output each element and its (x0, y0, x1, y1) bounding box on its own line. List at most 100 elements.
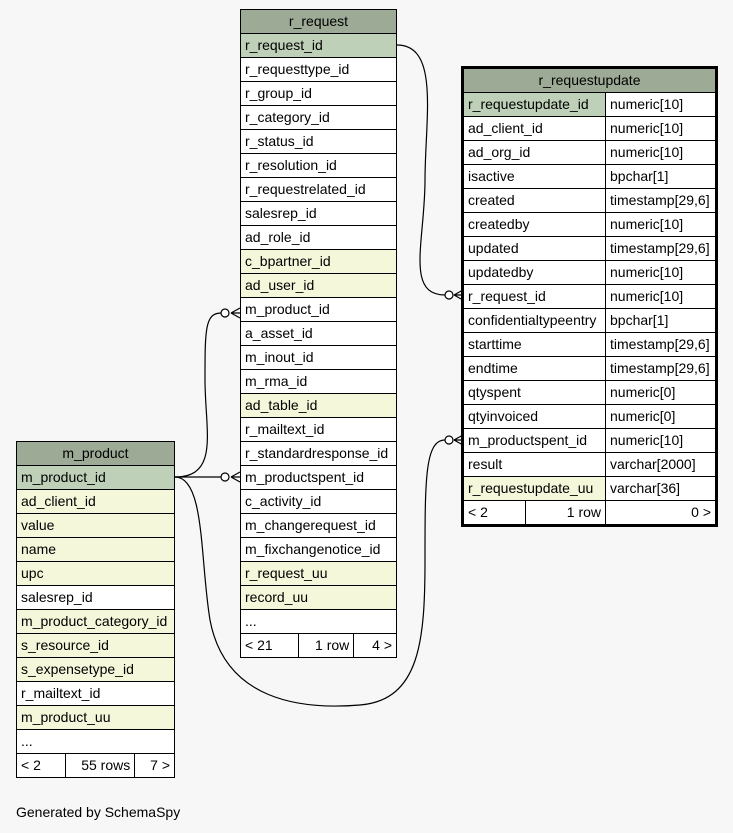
column-name[interactable]: m_inout_id (240, 345, 397, 370)
column-name[interactable]: upc (16, 561, 175, 586)
column-name[interactable]: createdby (463, 212, 606, 237)
column-row: name (16, 537, 175, 562)
column-name[interactable]: s_resource_id (16, 633, 175, 658)
generated-by-footer: Generated by SchemaSpy (16, 804, 181, 820)
column-name[interactable]: m_product_uu (16, 705, 175, 730)
column-row: s_resource_id (16, 633, 175, 658)
column-name[interactable]: r_standardresponse_id (240, 441, 397, 466)
column-name[interactable]: ad_client_id (463, 116, 606, 141)
column-row: a_asset_id (240, 321, 397, 346)
column-row: r_category_id (240, 105, 397, 130)
optional-circle-icon (444, 435, 454, 445)
table-title[interactable]: r_requestupdate (462, 68, 717, 93)
parents-link[interactable]: < 21 (240, 633, 299, 658)
column-name[interactable]: m_changerequest_id (240, 513, 397, 538)
edge-product-to-requestupdate-productspent (174, 439, 446, 707)
column-name[interactable]: m_productspent_id (463, 428, 606, 453)
table-title[interactable]: m_product (16, 441, 175, 466)
column-name[interactable]: name (16, 537, 175, 562)
column-name[interactable]: m_productspent_id (240, 465, 397, 490)
column-row: r_mailtext_id (240, 417, 397, 442)
column-row: salesrep_id (16, 585, 175, 610)
column-name[interactable]: r_requestupdate_id (463, 92, 606, 117)
column-row: m_productspent_id (240, 465, 397, 490)
parents-link[interactable]: < 2 (463, 500, 526, 525)
column-row: m_product_category_id (16, 609, 175, 634)
column-type: varchar[36] (604, 476, 717, 501)
column-name[interactable]: record_uu (240, 585, 397, 610)
column-name[interactable]: m_product_category_id (16, 609, 175, 634)
column-name[interactable]: r_mailtext_id (16, 681, 175, 706)
column-name[interactable]: m_rma_id (240, 369, 397, 394)
children-link[interactable]: 0 > (604, 500, 717, 525)
column-name[interactable]: updatedby (463, 260, 606, 285)
column-name[interactable]: m_product_id (16, 465, 175, 490)
column-name[interactable]: r_request_id (240, 33, 397, 58)
column-name[interactable]: m_fixchangenotice_id (240, 537, 397, 562)
column-type: timestamp[29,6] (604, 188, 717, 213)
column-name[interactable]: s_expensetype_id (16, 657, 175, 682)
column-name[interactable]: ad_role_id (240, 225, 397, 250)
column-name[interactable]: m_product_id (240, 297, 397, 322)
column-name[interactable]: r_requestrelated_id (240, 177, 397, 202)
column-name[interactable]: salesrep_id (16, 585, 175, 610)
column-name[interactable]: ad_client_id (16, 489, 175, 514)
column-name[interactable]: updated (463, 236, 606, 261)
column-name[interactable]: salesrep_id (240, 201, 397, 226)
column-row: s_expensetype_id (16, 657, 175, 682)
column-type: numeric[10] (604, 428, 717, 453)
column-type: numeric[0] (604, 380, 717, 405)
table-title[interactable]: r_request (240, 9, 397, 34)
column-name[interactable]: c_bpartner_id (240, 249, 397, 274)
column-name[interactable]: c_activity_id (240, 489, 397, 514)
column-type: timestamp[29,6] (604, 356, 717, 381)
column-row: r_status_id (240, 129, 397, 154)
column-name[interactable]: r_requestupdate_uu (463, 476, 606, 501)
column-name[interactable]: endtime (463, 356, 606, 381)
column-name[interactable]: qtyinvoiced (463, 404, 606, 429)
column-type: numeric[10] (604, 212, 717, 237)
column-name[interactable]: starttime (463, 332, 606, 357)
column-name[interactable]: r_category_id (240, 105, 397, 130)
column-name[interactable]: result (463, 452, 606, 477)
column-row: ad_role_id (240, 225, 397, 250)
row-count: 1 row (525, 500, 606, 525)
children-link[interactable]: 7 > (134, 753, 175, 778)
column-name[interactable]: confidentialtypeentry (463, 308, 606, 333)
column-name[interactable]: r_requesttype_id (240, 57, 397, 82)
column-name[interactable]: r_status_id (240, 129, 397, 154)
column-name[interactable]: r_request_uu (240, 561, 397, 586)
column-type: timestamp[29,6] (604, 236, 717, 261)
column-name[interactable]: created (463, 188, 606, 213)
column-row: r_standardresponse_id (240, 441, 397, 466)
column-row: m_rma_id (240, 369, 397, 394)
column-type: numeric[0] (604, 404, 717, 429)
column-type: bpchar[1] (604, 308, 717, 333)
column-name[interactable]: value (16, 513, 175, 538)
column-name[interactable]: ad_user_id (240, 273, 397, 298)
column-row: m_product_uu (16, 705, 175, 730)
column-name[interactable]: r_resolution_id (240, 153, 397, 178)
column-name[interactable]: a_asset_id (240, 321, 397, 346)
children-link[interactable]: 4 > (353, 633, 397, 658)
column-type: numeric[10] (604, 260, 717, 285)
column-name[interactable]: r_group_id (240, 81, 397, 106)
column-name[interactable]: r_mailtext_id (240, 417, 397, 442)
parents-link[interactable]: < 2 (16, 753, 66, 778)
column-name[interactable]: qtyspent (463, 380, 606, 405)
crowfoot-icon (453, 289, 464, 301)
column-name[interactable]: r_request_id (463, 284, 606, 309)
column-name[interactable]: ad_table_id (240, 393, 397, 418)
column-row: r_mailtext_id (16, 681, 175, 706)
column-name[interactable]: isactive (463, 164, 606, 189)
column-name[interactable]: ad_org_id (463, 140, 606, 165)
